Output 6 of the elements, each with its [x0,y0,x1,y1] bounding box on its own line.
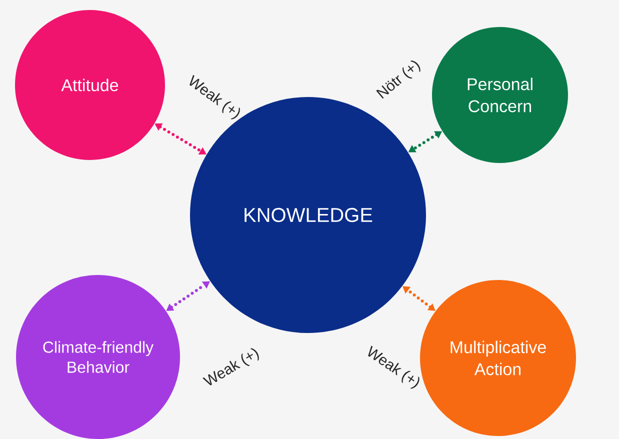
circle-node: Attitude [15,10,165,160]
circle-node: Multiplicative Action [420,280,576,436]
edge-label: Nötr (+) [376,60,420,99]
edge-label: Weak (+) [202,348,259,386]
circle-node: Personal Concern [432,27,568,163]
circle-node: Climate-friendly Behavior [16,275,180,439]
